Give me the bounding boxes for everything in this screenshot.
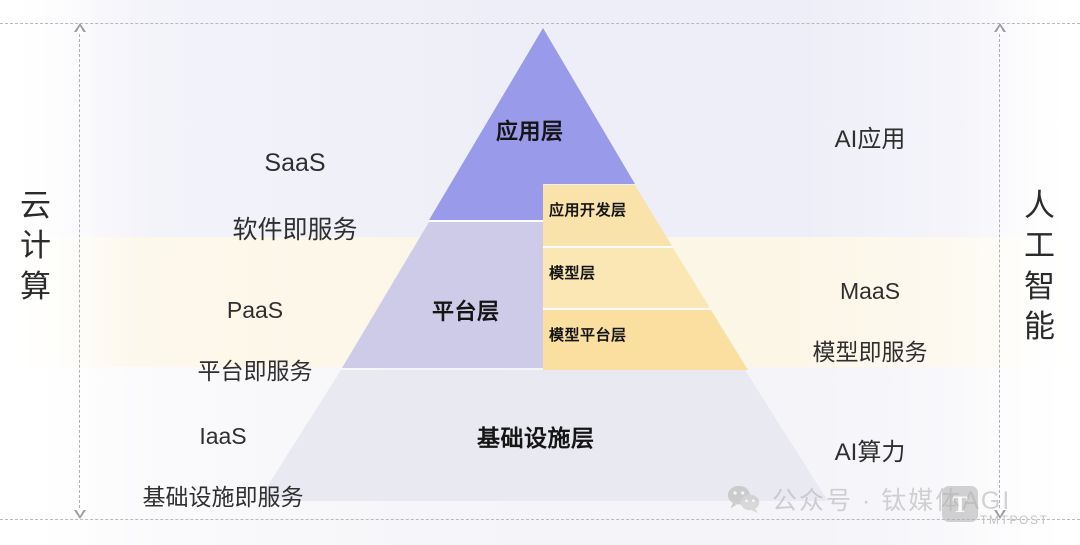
arrow-down-icon xyxy=(74,509,86,519)
layer-shape-infrastructure xyxy=(258,370,828,501)
tmtpost-logo-letter: T xyxy=(952,491,968,517)
layer-shape-model-platform xyxy=(543,310,748,370)
annotation-ai-compute: AI算力 xyxy=(740,405,1000,501)
annotation-maas-desc: 模型即服务 xyxy=(812,339,928,366)
annotation-paas-abbr: PaaS xyxy=(226,296,284,323)
layer-label-app-development: 应用开发层 xyxy=(549,202,627,219)
layer-label-model-platform: 模型平台层 xyxy=(549,327,627,344)
layer-shape-application-right xyxy=(543,28,635,184)
arrow-down-icon xyxy=(994,509,1006,519)
arrow-up-icon xyxy=(994,23,1006,33)
span-arrow-cloud-computing xyxy=(73,23,87,519)
annotation-saas: SaaS 软件即服务 xyxy=(150,113,440,281)
annotation-ai-application-text: AI应用 xyxy=(834,126,906,154)
pyramid-graphic xyxy=(258,24,828,504)
dashed-boundary-top xyxy=(0,23,1080,24)
annotation-iaas: IaaS 基础设施即服务 xyxy=(78,390,368,544)
tmtpost-brand-text: TMTPOST xyxy=(980,513,1049,527)
separator-appdev-model xyxy=(543,246,673,248)
annotation-ai-compute-text: AI算力 xyxy=(834,439,906,467)
span-arrow-cloud-stem xyxy=(79,29,80,513)
separator-model-modelplatform xyxy=(543,308,711,310)
layer-shape-app-development xyxy=(543,185,672,246)
side-title-cloud-computing: 云 计 算 xyxy=(20,188,52,304)
side-title-artificial-intelligence: 人 工 智 能 xyxy=(1024,188,1056,344)
layer-label-platform: 平台层 xyxy=(432,299,500,324)
annotation-iaas-abbr: IaaS xyxy=(199,422,247,449)
tmtpost-logo-icon: T xyxy=(942,486,978,522)
layer-shape-platform-left xyxy=(342,222,543,368)
annotation-ai-application: AI应用 xyxy=(740,92,1000,188)
separator-application-platform xyxy=(429,220,543,222)
annotation-saas-abbr: SaaS xyxy=(264,148,326,177)
annotation-paas-desc: 平台即服务 xyxy=(197,358,313,385)
layer-shape-model xyxy=(543,248,710,308)
span-arrow-artificial-intelligence xyxy=(993,23,1007,519)
dashed-boundary-bottom xyxy=(0,519,1080,520)
layer-label-application: 应用层 xyxy=(496,119,564,144)
layer-shape-application-left xyxy=(429,28,543,220)
annotation-paas: PaaS 平台即服务 xyxy=(110,264,400,418)
layer-label-model: 模型层 xyxy=(549,265,596,282)
layer-label-infrastructure: 基础设施层 xyxy=(477,425,595,451)
arrow-up-icon xyxy=(74,23,86,33)
annotation-maas-abbr: MaaS xyxy=(839,277,901,304)
annotation-saas-desc: 软件即服务 xyxy=(232,215,358,244)
span-arrow-ai-stem xyxy=(999,29,1000,513)
annotation-maas: MaaS 模型即服务 xyxy=(740,245,1000,399)
annotation-iaas-desc: 基础设施即服务 xyxy=(142,484,304,511)
wechat-icon xyxy=(727,485,760,514)
